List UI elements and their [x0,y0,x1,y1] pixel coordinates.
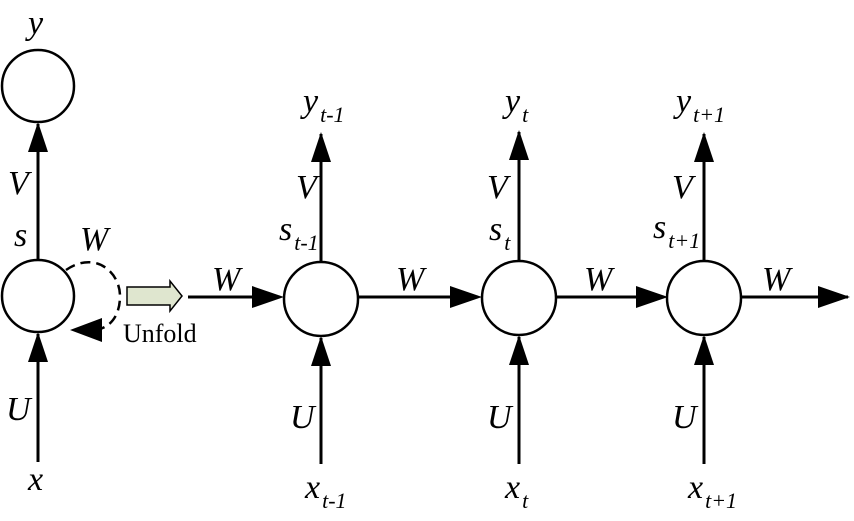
state-label: st+1 [653,209,700,253]
folded-weight-recurrent-label: W [80,221,111,258]
u-arrowhead [509,335,529,365]
time-step-t-minus-1: yt-1 V st-1 U xt-1 [279,83,360,513]
folded-output-node [0,48,76,124]
weight-out-label: V [672,169,697,206]
input-label: xt [504,469,529,513]
time-step-t-plus-1: yt+1 V st+1 U xt+1 [653,83,743,513]
weight-in-label: U [487,399,514,436]
state-label: st [489,211,511,255]
w-label-in: W [212,261,243,298]
w-arrow-out-head [818,286,850,308]
weight-in-label: U [290,399,317,436]
hidden-node [665,259,743,337]
folded-u-arrowhead [28,332,48,362]
folded-state-label: s [14,217,27,254]
weight-in-label: U [672,399,699,436]
state-label: st-1 [279,211,319,255]
u-arrowhead [694,335,714,365]
v-arrowhead [694,132,714,162]
w-arrow-in-head [252,286,284,308]
w-label-out: W [762,261,793,298]
hidden-node [282,260,360,338]
unfold-label: Unfold [123,319,197,348]
unfold-indicator: Unfold [123,278,197,348]
v-arrowhead [311,132,331,162]
u-arrowhead [311,336,331,366]
folded-hidden-node [0,258,76,334]
hidden-node [480,259,558,337]
folded-recurrent-arrowhead [70,318,102,342]
output-label: yt+1 [673,83,725,127]
folded-recurrent-loop [65,261,122,332]
folded-weight-in-label: U [6,391,33,428]
folded-rnn: y V s W U x [0,5,122,498]
output-label: yt [502,83,529,127]
unfolded-rnn: W W W W yt-1 V st-1 U xt-1 [188,83,850,513]
w-label-1: W [396,261,427,298]
w-arrow-2-head [636,286,668,308]
input-label: xt-1 [304,469,347,513]
w-label-2: W [584,261,615,298]
folded-v-arrowhead [28,122,48,152]
v-arrowhead [509,130,529,160]
folded-output-label: y [25,5,44,42]
weight-out-label: V [487,169,512,206]
folded-input-label: x [27,461,43,498]
folded-weight-out-label: V [8,165,33,202]
output-label: yt-1 [300,83,345,127]
time-step-t: yt V st U xt [480,83,558,513]
w-arrow-1-head [450,286,482,308]
input-label: xt+1 [687,469,737,513]
weight-out-label: V [296,169,321,206]
unfold-arrow-icon [126,278,183,314]
